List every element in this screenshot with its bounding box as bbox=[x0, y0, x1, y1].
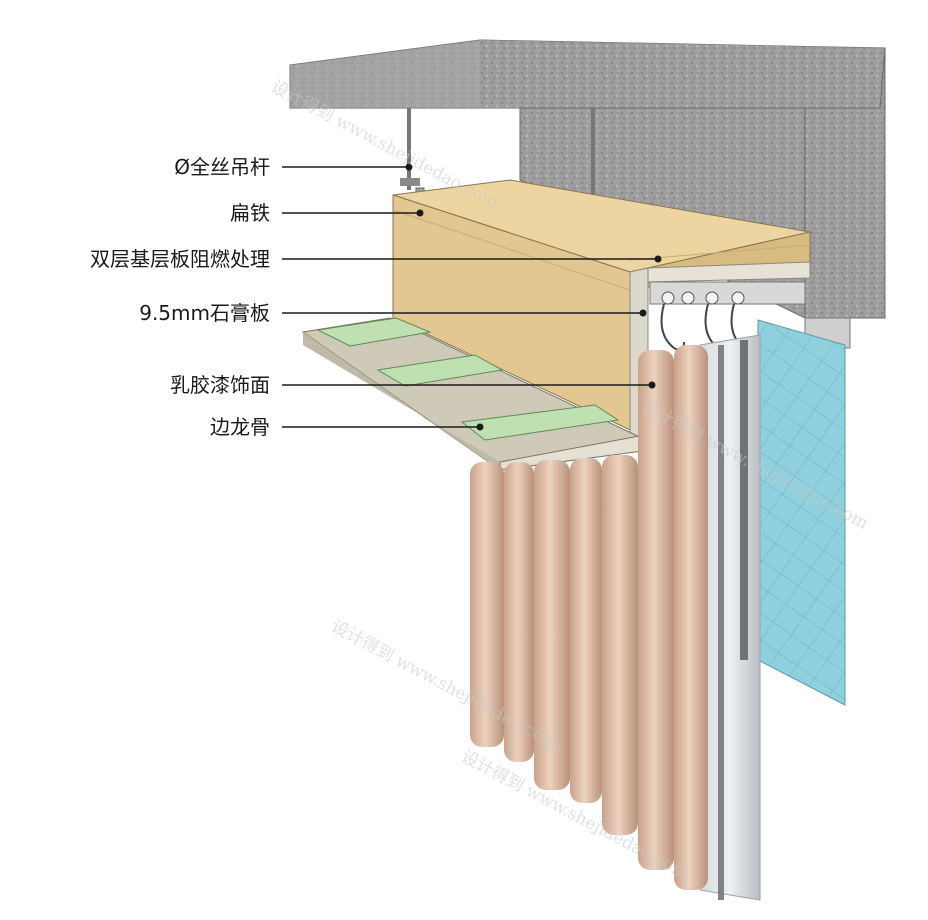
ceiling-board bbox=[301, 317, 652, 471]
callout-label-flat-iron: 扁铁 bbox=[230, 201, 270, 225]
sheer-curtain bbox=[699, 334, 761, 901]
callout-label-latex-paint: 乳胶漆饰面 bbox=[170, 373, 270, 397]
callout-label-hanger-rod: Ø全丝吊杆 bbox=[174, 155, 270, 179]
callout-dots bbox=[405, 163, 662, 431]
callout-label-gypsum-board: 9.5mm石膏板 bbox=[139, 301, 270, 325]
callout-label-edge-keel: 边龙骨 bbox=[210, 415, 270, 439]
callout-leaders bbox=[282, 166, 658, 428]
callout-label-base-board: 双层基层板阻燃处理 bbox=[90, 247, 270, 271]
concrete-slab bbox=[289, 39, 886, 319]
pleated-curtain bbox=[470, 345, 708, 890]
edge-keels bbox=[316, 317, 620, 441]
